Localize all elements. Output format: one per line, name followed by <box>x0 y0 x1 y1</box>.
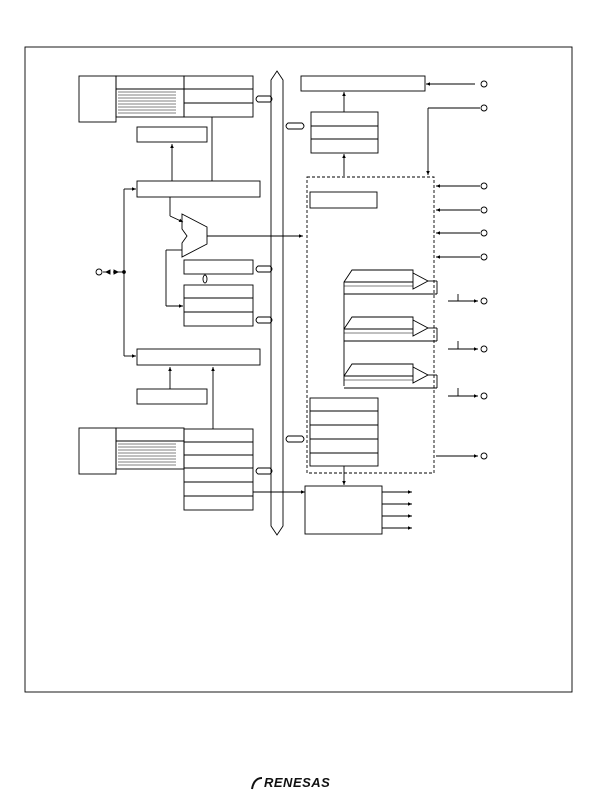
io-pin-2 <box>480 104 488 112</box>
figure-frame <box>24 46 573 693</box>
io-pin-7 <box>480 297 488 305</box>
middle-single-register <box>183 259 254 275</box>
io-pin-4 <box>480 206 488 214</box>
bus-link-middle <box>255 265 273 273</box>
io-pin-3 <box>480 182 488 190</box>
bus-link-lower <box>255 467 273 475</box>
lower-register-group <box>78 427 254 511</box>
bus-link-middle2 <box>255 316 273 324</box>
logo-text: RENESAS <box>264 775 331 790</box>
io-pin-9 <box>480 392 488 400</box>
bus-link-upper <box>255 95 273 103</box>
lower-register-bank <box>183 428 254 511</box>
upper-register-bank <box>183 75 254 118</box>
io-pin-1 <box>480 80 488 88</box>
compare-register-bank <box>309 397 379 467</box>
left-io-pin <box>95 268 103 276</box>
upper-left-block <box>78 75 117 123</box>
register-bus-link <box>202 274 208 284</box>
top-right-register <box>300 75 426 92</box>
io-pin-10 <box>480 452 488 460</box>
comparator-group-3 <box>343 363 478 398</box>
io-pin-5 <box>480 229 488 237</box>
comparator-group-1 <box>343 269 478 386</box>
bus-link-right-lower <box>285 435 305 443</box>
lower-control-block <box>136 388 208 405</box>
renesas-logo: RENESAS <box>250 775 350 793</box>
comparator-group-2 <box>343 316 478 351</box>
io-pin-6 <box>480 253 488 261</box>
timer-unit-boundary <box>306 176 435 474</box>
upper-shift-register <box>115 75 185 118</box>
upper-wide-register <box>136 180 261 198</box>
internal-data-bus <box>270 70 284 536</box>
interrupt-control-block <box>304 485 383 535</box>
middle-register-bank <box>183 284 254 327</box>
upper-control-block <box>136 126 208 143</box>
arithmetic-unit <box>181 213 208 258</box>
right-register-bank <box>310 111 379 154</box>
logo-swoosh-icon <box>251 777 263 790</box>
upper-register-group <box>78 75 254 123</box>
io-pin-8 <box>480 345 488 353</box>
lower-shift-register <box>115 427 185 470</box>
bus-link-right-upper <box>285 122 305 130</box>
lower-wide-register <box>136 348 261 366</box>
lower-left-block <box>78 427 117 475</box>
timer-control-register <box>309 191 378 209</box>
